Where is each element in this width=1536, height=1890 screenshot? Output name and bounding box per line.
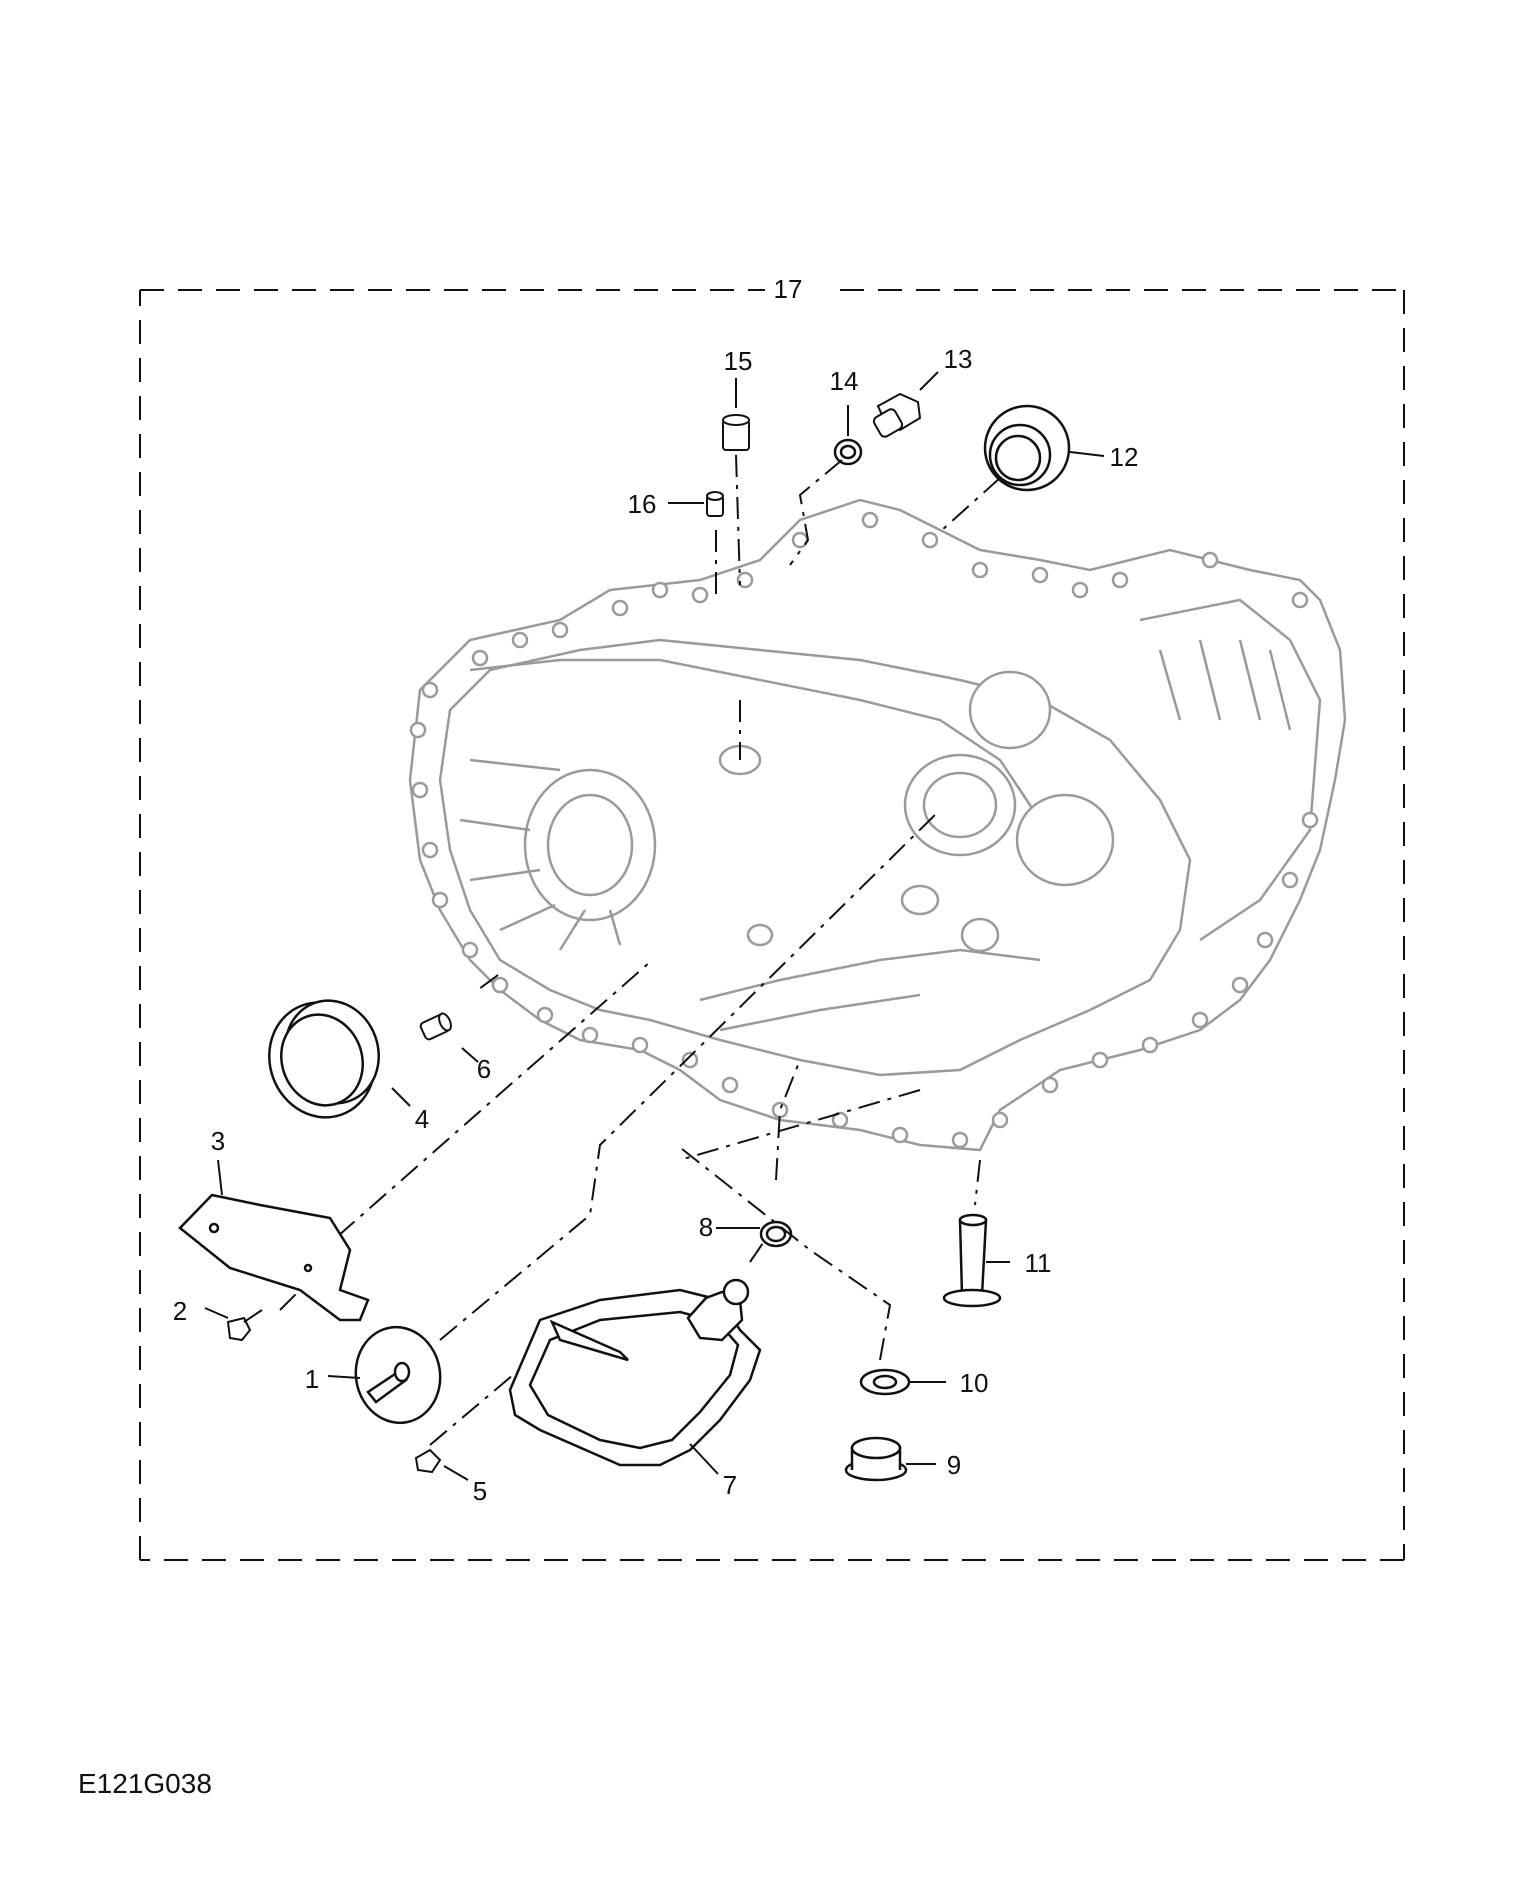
callout-15: 15: [724, 346, 753, 376]
part-15-sleeve: [722, 414, 750, 451]
callout-leaders: [204, 371, 1105, 1481]
callout-9: 9: [947, 1450, 961, 1480]
callout-16: 16: [628, 489, 657, 519]
callout-8: 8: [699, 1212, 713, 1242]
callout-4: 4: [415, 1104, 429, 1134]
callout-3: 3: [211, 1126, 225, 1156]
part-16-dowel: [706, 491, 724, 517]
part-4-bearing-cup: [268, 999, 380, 1119]
part-5-bolt: [414, 1448, 442, 1474]
part-13-plug: [872, 392, 922, 438]
callout-7: 7: [723, 1470, 737, 1500]
part-10-washer: [859, 1368, 911, 1396]
part-14-o-ring: [833, 438, 863, 466]
callout-13: 13: [944, 344, 973, 374]
figure-code: E121G038: [78, 1768, 212, 1799]
part-12-seal: [983, 404, 1071, 492]
part-6-dowel: [419, 1012, 452, 1041]
kit-boundary: [139, 289, 1405, 1561]
callout-1: 1: [305, 1364, 319, 1394]
callout-10: 10: [960, 1368, 989, 1398]
part-7-filter: [508, 1278, 762, 1467]
callout-5: 5: [473, 1476, 487, 1506]
callout-14: 14: [830, 366, 859, 396]
part-2-bolt: [226, 1309, 263, 1342]
part-1-screen: [354, 1325, 442, 1425]
callout-6: 6: [477, 1054, 491, 1084]
part-11-tube: [942, 1213, 1002, 1308]
part-9-drain-plug: [844, 1436, 908, 1482]
callout-12: 12: [1110, 442, 1139, 472]
callout-17: 17: [774, 274, 803, 304]
part-3-shield: [178, 1193, 370, 1322]
transmission-housing: [408, 498, 1347, 1152]
callout-11: 11: [1025, 1248, 1052, 1278]
callout-labels: 17 15 14 13 12 16 6 4 3 2 1 5 7 8 11 10 …: [173, 274, 1139, 1506]
callout-2: 2: [173, 1296, 187, 1326]
part-8-o-ring: [759, 1220, 793, 1248]
